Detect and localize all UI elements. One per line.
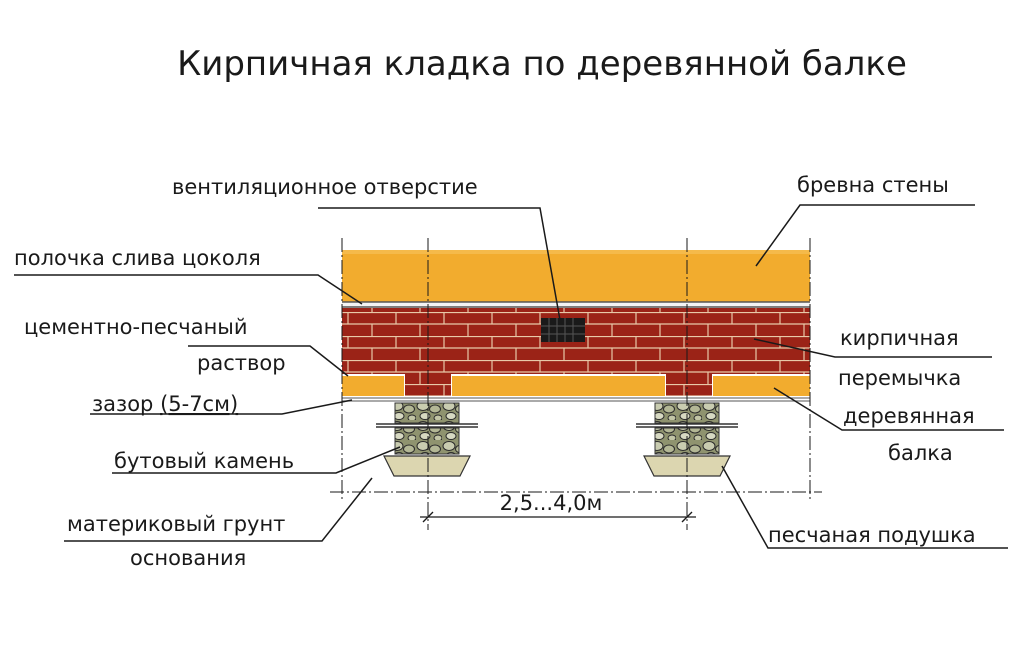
ventilation-grille <box>541 318 585 342</box>
label-gap-prefix: зазор <box>92 392 160 416</box>
span-dimension <box>420 511 696 523</box>
label-soil-line1: материковый грунт <box>67 512 285 536</box>
label-mortar-line2: раствор <box>197 351 286 375</box>
label-ventilation: вентиляционное отверстие <box>172 175 478 199</box>
diagram-title: Кирпичная кладка по деревянной балке <box>177 44 907 84</box>
label-wall-logs: бревна стены <box>797 173 949 197</box>
label-brick-line2: перемычка <box>838 366 961 390</box>
label-sand-cushion: песчаная подушка <box>768 523 976 547</box>
label-brick-line1: кирпичная <box>840 326 959 350</box>
label-gap: зазор (5-7см) <box>92 392 238 416</box>
leader-lines <box>14 204 1008 549</box>
timber-beams <box>342 376 810 396</box>
label-drip-shelf: полочка слива цоколя <box>14 246 261 270</box>
label-soil-line2: основания <box>130 546 246 570</box>
left-pier <box>376 402 478 477</box>
plinth-drip-shelf <box>342 301 810 308</box>
label-rubble-stone: бутовый камень <box>114 449 294 473</box>
label-gap-value: (5-7см) <box>160 392 238 416</box>
axis-lines <box>341 238 811 530</box>
wall-logs <box>342 250 810 302</box>
label-mortar-line1: цементно-песчаный <box>24 315 248 339</box>
label-beam-line2: балка <box>888 441 953 465</box>
span-dimension-label: 2,5...4,0м <box>500 491 603 515</box>
label-beam-line1: деревянная <box>843 404 975 428</box>
gap-line <box>342 397 810 402</box>
